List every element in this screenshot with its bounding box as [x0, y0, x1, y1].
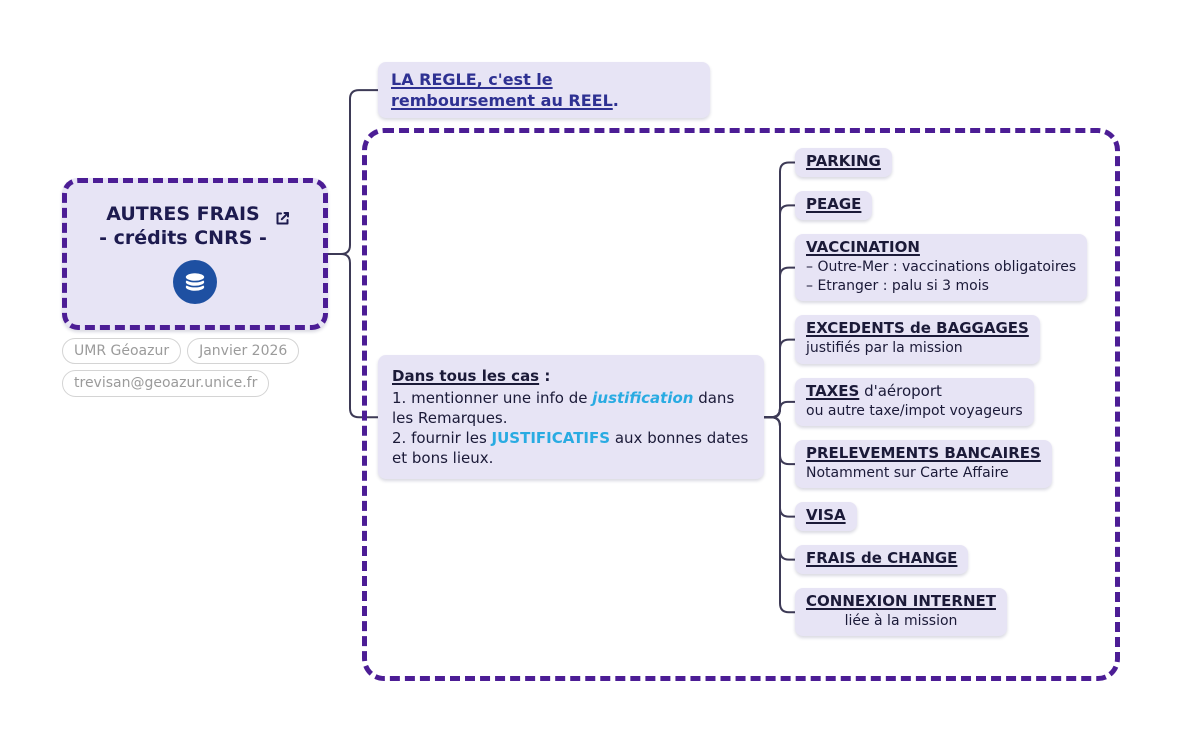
child-node-title: TAXES d'aéroport	[806, 382, 1023, 402]
root-title-line1: AUTRES FRAIS	[106, 203, 260, 226]
child-node-body-line: justifiés par la mission	[806, 340, 963, 357]
child-node[interactable]: TAXES d'aéroport ou autre taxe/impot voy…	[795, 377, 1034, 426]
root-tags: UMR Géoazur Janvier 2026 trevisan@geoazu…	[62, 338, 314, 397]
child-node-title: VISA	[806, 506, 846, 526]
child-node-title-suffix: d'aéroport	[859, 381, 942, 400]
cases-item-2-pre: 2. fournir les	[392, 429, 492, 448]
justificatifs-highlight: JUSTIFICATIFS	[491, 429, 611, 448]
child-node-title: EXCEDENTS de BAGGAGES	[806, 319, 1029, 339]
tag-pill: Janvier 2026	[187, 338, 300, 365]
cases-item-1: 1. mentionner une info de justification …	[392, 388, 750, 428]
root-node-header: AUTRES FRAIS - crédits CNRS -	[99, 203, 291, 251]
child-node-title-text: PARKING	[806, 152, 881, 170]
child-node[interactable]: VISA	[795, 502, 857, 532]
child-node-title-text: VACCINATION	[806, 237, 920, 256]
child-node-title-text: PRELEVEMENTS BANCAIRES	[806, 443, 1041, 462]
child-node[interactable]: FRAIS de CHANGE	[795, 545, 969, 575]
child-node-title-text: TAXES	[806, 381, 860, 400]
cases-item-1-post: dans les Remarques.	[392, 389, 735, 428]
child-node[interactable]: VACCINATION – Outre-Mer : vaccinations o…	[795, 233, 1088, 302]
rule-node[interactable]: LA REGLE, c'est le remboursement au REEL…	[378, 62, 710, 119]
child-node-title-text: VISA	[806, 506, 846, 525]
justification-highlight: justification	[592, 389, 694, 408]
child-node-title-text: FRAIS de CHANGE	[806, 549, 958, 568]
child-node-title-text: PEAGE	[806, 194, 862, 213]
child-node-body-line: – Etranger : palu si 3 mois	[806, 278, 989, 295]
cases-title-colon: :	[539, 367, 551, 385]
child-node-title: PARKING	[806, 152, 881, 172]
rule-text: LA REGLE, c'est le remboursement au REEL	[391, 70, 613, 111]
child-node-body-line: liée à la mission	[844, 613, 958, 629]
child-node[interactable]: PEAGE	[795, 190, 873, 220]
cases-item-2: 2. fournir les JUSTIFICATIFS aux bonnes …	[392, 428, 750, 468]
cases-node[interactable]: Dans tous les cas : 1. mentionner une in…	[378, 355, 764, 480]
root-title-line2: - crédits CNRS -	[99, 227, 267, 249]
child-node[interactable]: PARKING	[795, 148, 892, 177]
child-node-title-text: EXCEDENTS de BAGGAGES	[806, 319, 1029, 338]
child-node-title: CONNEXION INTERNET	[806, 592, 996, 612]
child-node-body-line: ou autre taxe/impot voyageurs	[806, 402, 1023, 419]
child-node-title: PRELEVEMENTS BANCAIRES	[806, 444, 1041, 464]
child-node-title-text: CONNEXION INTERNET	[806, 592, 996, 611]
group-boundary	[362, 128, 1120, 681]
root-node[interactable]: AUTRES FRAIS - crédits CNRS -	[62, 178, 328, 330]
children-column: PARKING PEAGE VACCINATION – Outre-Mer : …	[795, 148, 1088, 637]
cases-node-title: Dans tous les cas :	[392, 366, 750, 386]
tag-pill: UMR Géoazur	[62, 338, 182, 365]
root-title: AUTRES FRAIS - crédits CNRS -	[99, 203, 267, 251]
cases-item-2-post: aux bonnes dates et bons lieux.	[392, 429, 749, 468]
child-node[interactable]: CONNEXION INTERNET liée à la mission	[795, 588, 1007, 637]
child-node-body-line: Notamment sur Carte Affaire	[806, 464, 1009, 481]
child-node-title: FRAIS de CHANGE	[806, 549, 957, 569]
coins-icon	[172, 259, 218, 305]
child-node-body-line: – Outre-Mer : vaccinations obligatoires	[806, 258, 1077, 275]
rule-text-suffix: .	[612, 91, 619, 111]
child-node[interactable]: EXCEDENTS de BAGGAGES justifiés par la m…	[795, 315, 1040, 364]
cases-title-text: Dans tous les cas	[392, 367, 540, 385]
cases-item-1-pre: 1. mentionner une info de	[392, 389, 593, 408]
child-node[interactable]: PRELEVEMENTS BANCAIRES Notamment sur Car…	[795, 439, 1052, 489]
tag-pill: trevisan@geoazur.unice.fr	[62, 370, 270, 397]
child-node-title: VACCINATION	[806, 238, 1076, 258]
external-link-icon[interactable]	[274, 210, 291, 227]
child-node-title: PEAGE	[806, 195, 861, 215]
